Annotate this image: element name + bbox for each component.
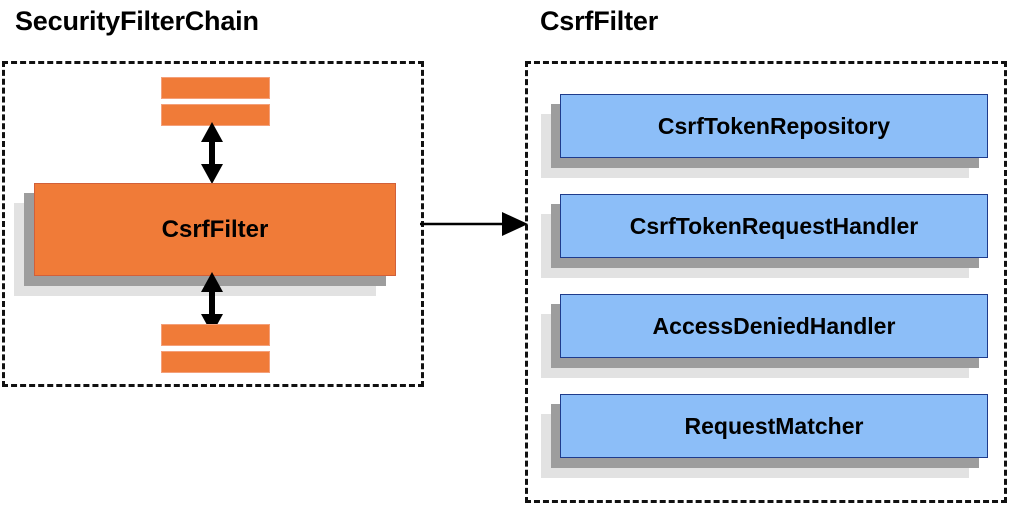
- component-label: AccessDeniedHandler: [652, 312, 896, 339]
- expansion-arrow-icon: [420, 212, 528, 236]
- component-label: RequestMatcher: [684, 412, 864, 439]
- component-request-matcher[interactable]: RequestMatcher: [541, 394, 988, 488]
- component-box[interactable]: CsrfTokenRequestHandler: [560, 194, 988, 258]
- component-label: CsrfTokenRepository: [657, 112, 891, 139]
- chain-arrow-above-icon: [201, 122, 223, 184]
- filter-bar-below-1: [161, 324, 270, 346]
- panel-csrf-filter-detail: [525, 61, 1007, 503]
- csrf-filter-box-label: CsrfFilter: [161, 215, 269, 243]
- component-box[interactable]: CsrfTokenRepository: [560, 94, 988, 158]
- panel-title-csrf-filter: CsrfFilter: [540, 6, 659, 36]
- filter-bar-above-1: [161, 77, 270, 99]
- component-box[interactable]: RequestMatcher: [560, 394, 988, 458]
- panel-title-security-filter-chain: SecurityFilterChain: [15, 6, 259, 36]
- filter-bar-below-2: [161, 351, 270, 373]
- component-access-denied-handler[interactable]: AccessDeniedHandler: [541, 294, 988, 388]
- filter-bar-above-2: [161, 104, 270, 126]
- component-csrf-token-request-handler[interactable]: CsrfTokenRequestHandler: [541, 194, 988, 288]
- component-box[interactable]: AccessDeniedHandler: [560, 294, 988, 358]
- component-csrf-token-repository[interactable]: CsrfTokenRepository: [541, 94, 988, 188]
- component-label: CsrfTokenRequestHandler: [629, 212, 919, 239]
- csrf-filter-box[interactable]: CsrfFilter: [34, 183, 396, 276]
